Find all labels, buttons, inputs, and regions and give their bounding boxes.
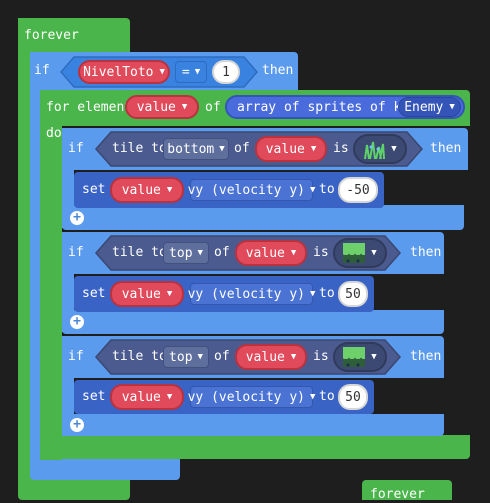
add-icon[interactable]: + [70,315,84,329]
if-block-3-arm [62,336,74,436]
if-block-1-bottom [62,205,464,230]
set-label: set [82,182,106,197]
set-label: set [82,389,106,404]
tile-to-label: tile to [112,349,167,364]
velocity-input[interactable]: 50 [338,384,368,410]
grass-top-tile-icon [343,347,366,367]
chevron-down-icon: ▼ [181,102,188,112]
grass-tile-icon [363,139,386,159]
chevron-down-icon: ▼ [290,248,297,258]
then-label: then [410,349,442,364]
chevron-down-icon: ▼ [310,392,316,402]
if-label: if [68,141,84,156]
variable-nivel-toto[interactable]: NivelToto▼ [78,60,170,84]
direction-dropdown[interactable]: top▼ [163,242,209,264]
kind-dropdown[interactable]: Enemy▼ [398,97,461,117]
variable-value[interactable]: value▼ [255,136,327,162]
operator-dropdown[interactable]: =▼ [175,61,207,83]
chevron-down-icon: ▼ [194,67,201,77]
variable-value[interactable]: value▼ [110,384,184,410]
for-element-bottom [40,435,470,459]
then-label: then [430,141,462,156]
chevron-down-icon: ▼ [449,102,455,112]
do-label: do [46,126,62,141]
is-label: is [333,141,349,156]
chevron-down-icon: ▼ [310,144,317,154]
for-element-label: for element [46,100,133,115]
property-dropdown[interactable]: vy (velocity y)▼ [188,283,316,305]
is-label: is [313,245,329,260]
if-block-2-arm [62,232,74,332]
chevron-down-icon: ▼ [371,248,377,258]
add-icon[interactable]: + [70,211,84,225]
variable-value[interactable]: value▼ [235,240,307,266]
property-dropdown[interactable]: vy (velocity y)▼ [188,386,316,408]
chevron-down-icon: ▼ [166,185,173,195]
chevron-down-icon: ▼ [197,248,203,258]
forever-label: forever [370,487,425,502]
is-label: is [313,349,329,364]
direction-dropdown[interactable]: bottom▼ [163,138,229,160]
if-block-2-bottom [62,310,444,334]
then-label: then [410,245,442,260]
chevron-down-icon: ▼ [159,67,165,77]
of-label: of [214,349,230,364]
for-element-arm [40,90,62,460]
property-dropdown[interactable]: vy (velocity y)▼ [188,179,316,201]
chevron-down-icon: ▼ [371,352,377,362]
if-block-1-arm [62,128,74,228]
tile-picker[interactable]: ▼ [333,238,387,268]
chevron-down-icon: ▼ [310,289,316,299]
to-label: to [319,182,335,197]
if-label: if [68,349,84,364]
variable-value[interactable]: value▼ [110,281,184,307]
variable-value[interactable]: value▼ [125,95,199,119]
add-icon[interactable]: + [70,418,84,432]
chevron-down-icon: ▼ [391,144,397,154]
forever-block-2[interactable] [362,480,452,500]
if-label: if [68,245,84,260]
velocity-input[interactable]: 50 [338,281,368,307]
variable-value[interactable]: value▼ [110,177,184,203]
if-block-3-bottom [62,414,444,436]
variable-value[interactable]: value▼ [235,344,307,370]
tile-to-label: tile to [112,141,167,156]
direction-dropdown[interactable]: top▼ [163,346,209,368]
chevron-down-icon: ▼ [219,144,225,154]
if-main-arm [30,52,40,457]
forever-block[interactable] [18,18,130,58]
of-label: of [214,245,230,260]
chevron-down-icon: ▼ [166,392,173,402]
forever-label: forever [24,28,79,43]
chevron-down-icon: ▼ [310,185,316,195]
value-input-1[interactable]: 1 [212,60,240,84]
of-label: of [234,141,250,156]
chevron-down-icon: ▼ [166,289,173,299]
tile-to-label: tile to [112,245,167,260]
set-label: set [82,286,106,301]
then-label: then [262,63,294,78]
tile-picker[interactable]: ▼ [333,342,387,372]
velocity-input[interactable]: -50 [338,177,378,203]
if-label: if [34,63,50,78]
grass-top-tile-icon [343,243,366,263]
to-label: to [319,389,335,404]
of-label: of [205,100,221,115]
chevron-down-icon: ▼ [197,352,203,362]
tile-picker[interactable]: ▼ [353,134,407,164]
to-label: to [319,286,335,301]
forever-block-arm [18,18,30,488]
chevron-down-icon: ▼ [290,352,297,362]
